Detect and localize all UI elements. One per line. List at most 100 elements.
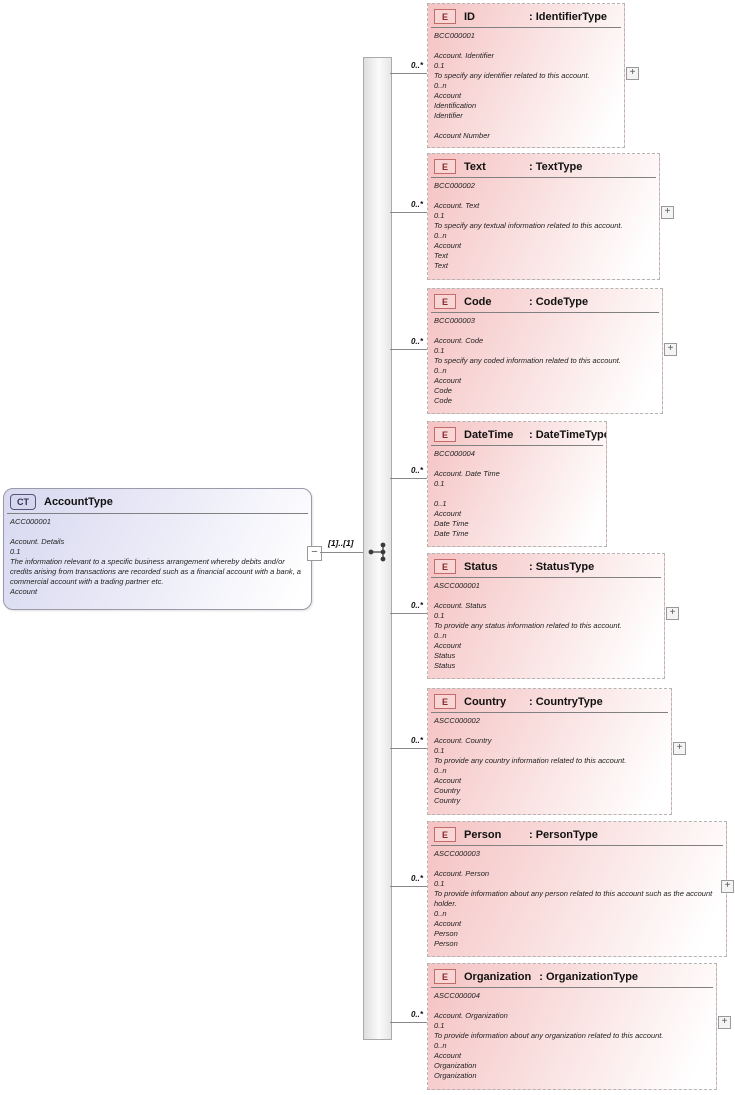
detail-line: BCC000001 bbox=[434, 31, 475, 40]
detail-line: Organization bbox=[434, 1071, 477, 1080]
detail-line: To provide any country information relat… bbox=[434, 756, 627, 765]
element-icon: E bbox=[434, 159, 456, 174]
connector-line bbox=[390, 73, 427, 74]
detail-line: BCC000003 bbox=[434, 316, 475, 325]
connector-line bbox=[390, 349, 427, 350]
header-divider bbox=[7, 513, 308, 514]
element-type: : PersonType bbox=[529, 828, 598, 841]
detail-line: Account. Organization bbox=[434, 1011, 508, 1020]
detail-line: 0.1 bbox=[10, 547, 21, 556]
element-name: Country bbox=[464, 695, 507, 708]
detail-line: Country bbox=[434, 786, 461, 795]
detail-line: Account. Date Time bbox=[434, 469, 500, 478]
detail-line: ASCC000001 bbox=[434, 581, 480, 590]
element-box-organization[interactable]: E Organization : OrganizationType ASCC00… bbox=[427, 963, 717, 1090]
element-name: Code bbox=[464, 295, 492, 308]
element-header: E Status : StatusType bbox=[428, 554, 664, 575]
detail-line: 0.1 bbox=[434, 879, 445, 888]
sequence-compositor-icon bbox=[368, 542, 386, 562]
detail-line: 0.1 bbox=[434, 211, 445, 220]
detail-line bbox=[434, 1001, 710, 1011]
detail-line bbox=[434, 459, 600, 469]
detail-line: Code bbox=[434, 386, 452, 395]
complextype-header: CT AccountType bbox=[4, 489, 311, 511]
element-name: ID bbox=[464, 10, 475, 23]
element-icon: E bbox=[434, 9, 456, 24]
cardinality-label: 0..* bbox=[410, 874, 423, 883]
detail-line: 0.1 bbox=[434, 611, 445, 620]
detail-line: Account. Person bbox=[434, 869, 490, 878]
cardinality-label: 0..* bbox=[410, 200, 423, 209]
header-divider bbox=[431, 445, 603, 446]
element-icon: E bbox=[434, 969, 456, 984]
element-type: : StatusType bbox=[529, 560, 595, 573]
detail-line: Text bbox=[434, 251, 448, 260]
expand-icon[interactable]: + bbox=[673, 742, 686, 755]
detail-line bbox=[10, 527, 305, 537]
detail-line: Account. Identifier bbox=[434, 51, 495, 60]
detail-line: 0.1 bbox=[434, 479, 445, 488]
detail-line: Status bbox=[434, 661, 456, 670]
detail-line: BCC000002 bbox=[434, 181, 475, 190]
detail-line: Account Number bbox=[434, 131, 490, 140]
detail-line: Country bbox=[434, 796, 461, 805]
element-type: : OrganizationType bbox=[539, 970, 639, 983]
edge-cardinality-label: [1]..[1] bbox=[328, 538, 354, 548]
detail-line bbox=[434, 191, 653, 201]
detail-line: Account. Code bbox=[434, 336, 484, 345]
detail-line: Account. Text bbox=[434, 201, 480, 210]
cardinality-label: 0..* bbox=[410, 337, 423, 346]
element-type: : IdentifierType bbox=[529, 10, 608, 23]
cardinality-label: 0..* bbox=[410, 1010, 423, 1019]
detail-line: Status bbox=[434, 651, 456, 660]
element-icon: E bbox=[434, 559, 456, 574]
detail-line: Account. Country bbox=[434, 736, 492, 745]
expand-icon[interactable]: + bbox=[721, 880, 734, 893]
cardinality-label: 0..* bbox=[410, 61, 423, 70]
detail-line: Account bbox=[434, 376, 462, 385]
element-header: E Country : CountryType bbox=[428, 689, 671, 710]
detail-line: To specify any identifier related to thi… bbox=[434, 71, 590, 80]
expand-icon[interactable]: + bbox=[666, 607, 679, 620]
detail-line: Code bbox=[434, 396, 452, 405]
element-icon: E bbox=[434, 294, 456, 309]
connector-line bbox=[390, 212, 427, 213]
detail-line: 0.1 bbox=[434, 746, 445, 755]
element-type: : DateTimeType bbox=[529, 428, 607, 441]
detail-line: 0..n bbox=[434, 909, 447, 918]
expand-icon[interactable]: + bbox=[626, 67, 639, 80]
cardinality-label: 0..* bbox=[410, 736, 423, 745]
detail-line: ASCC000004 bbox=[434, 991, 480, 1000]
element-type: : CodeType bbox=[529, 295, 589, 308]
expand-icon[interactable]: + bbox=[661, 206, 674, 219]
detail-line: 0.1 bbox=[434, 346, 445, 355]
connector-line bbox=[390, 613, 427, 614]
element-header: E Organization : OrganizationType bbox=[428, 964, 716, 985]
detail-line bbox=[434, 726, 665, 736]
detail-line: Account. Status bbox=[434, 601, 487, 610]
element-name: Organization bbox=[464, 970, 532, 983]
detail-line: To provide any status information relate… bbox=[434, 621, 622, 630]
expand-icon[interactable]: + bbox=[718, 1016, 731, 1029]
collapse-icon[interactable]: − bbox=[307, 546, 322, 561]
header-divider bbox=[431, 577, 661, 578]
detail-line: 0..n bbox=[434, 766, 447, 775]
connector-line bbox=[390, 748, 427, 749]
header-divider bbox=[431, 712, 668, 713]
connector-line bbox=[320, 552, 363, 553]
expand-icon[interactable]: + bbox=[664, 343, 677, 356]
detail-line: Account bbox=[434, 241, 462, 250]
